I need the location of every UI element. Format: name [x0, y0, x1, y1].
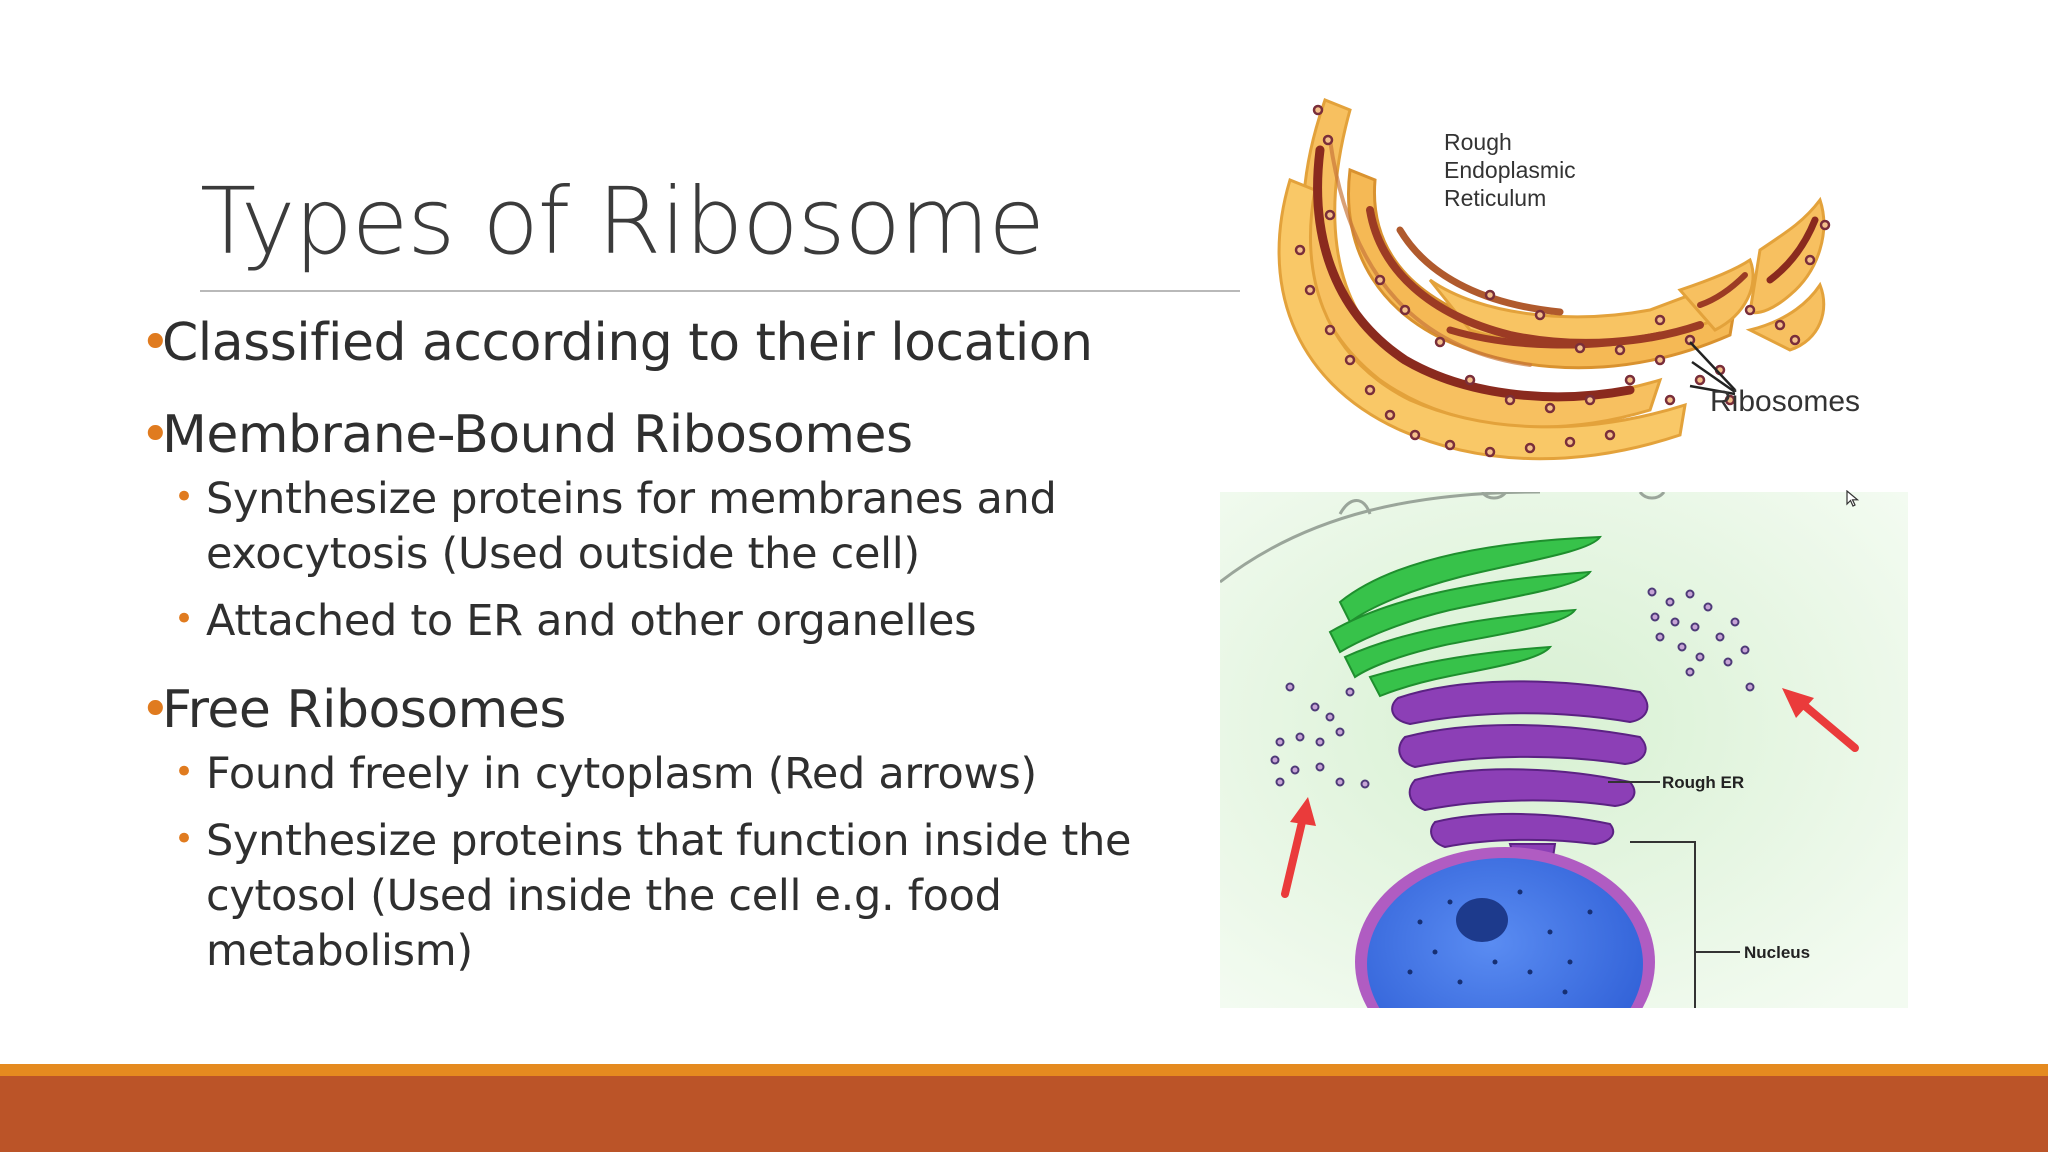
free-ribosomes-left: [1270, 682, 1370, 789]
sub-bullet-synthesize-membranes: • Synthesize proteins for membranes and …: [140, 472, 1140, 582]
bullet-free-ribosomes: • Free Ribosomes: [140, 679, 1140, 741]
sub-bullet-text: Found freely in cytoplasm (Red arrows): [206, 749, 1037, 799]
sub-bullet-dot: •: [174, 477, 194, 517]
nucleus: [1367, 858, 1643, 1008]
sub-bullet-text: Synthesize proteins that function inside…: [206, 816, 1132, 976]
mouse-cursor-icon: [1846, 490, 1860, 507]
free-ribosomes-right: [1647, 587, 1755, 692]
sub-bullet-text: Attached to ER and other organelles: [206, 596, 977, 646]
ribosome-pointer-lines: [1689, 341, 1736, 396]
label-endoplasmic: Endoplasmic: [1444, 157, 1576, 183]
bullet-text: Free Ribosomes: [162, 680, 566, 740]
title-underline: [200, 290, 1240, 292]
cell-cross-section-illustration: Rough ER Nucleus: [1220, 492, 1908, 1008]
label-rough-er: Rough ER: [1662, 773, 1744, 792]
cell-drawing: Rough ER Nucleus: [1220, 492, 1908, 1008]
red-arrow-left: [1281, 797, 1316, 898]
label-rough: Rough: [1444, 129, 1512, 155]
footer-accent-bar: [0, 1064, 2048, 1076]
rough-er-illustration: Rough Endoplasmic Reticulum Ribosomes: [1230, 80, 1910, 480]
red-arrow-right: [1782, 688, 1859, 752]
sub-bullet-text: Synthesize proteins for membranes and ex…: [206, 474, 1057, 579]
bullet-dot: •: [140, 313, 171, 373]
ribosome-dots: [1294, 104, 1831, 458]
sub-bullet-dot: •: [174, 599, 194, 639]
label-nucleus: Nucleus: [1744, 943, 1810, 962]
sub-bullet-synthesize-cytosol: • Synthesize proteins that function insi…: [140, 814, 1140, 979]
bullet-dot: •: [140, 405, 171, 465]
golgi-apparatus: [1328, 535, 1602, 698]
bullet-membrane-bound: • Membrane-Bound Ribosomes: [140, 404, 1140, 466]
sub-bullet-dot: •: [174, 819, 194, 859]
bullet-dot: •: [140, 680, 171, 740]
footer-bar: [0, 1076, 2048, 1152]
slide-title: Types of Ribosome: [200, 168, 1045, 275]
nucleolus: [1456, 898, 1508, 942]
chromatin-dots: [1407, 889, 1593, 995]
bullet-text: Classified according to their location: [162, 313, 1093, 373]
sub-bullet-found-freely: • Found freely in cytoplasm (Red arrows): [140, 747, 1140, 802]
label-ribosomes: Ribosomes: [1710, 385, 1860, 418]
bullet-list: • Classified according to their location…: [140, 312, 1140, 991]
bullet-text: Membrane-Bound Ribosomes: [162, 405, 913, 465]
rough-er-drawing: Rough Endoplasmic Reticulum Ribosomes: [1277, 98, 1860, 461]
label-reticulum: Reticulum: [1444, 185, 1546, 211]
er-cisternae: [1277, 98, 1826, 461]
sub-bullet-attached-er: • Attached to ER and other organelles: [140, 594, 1140, 649]
bullet-classified: • Classified according to their location: [140, 312, 1140, 374]
sub-bullet-dot: •: [174, 752, 194, 792]
rough-er: [1391, 680, 1649, 878]
